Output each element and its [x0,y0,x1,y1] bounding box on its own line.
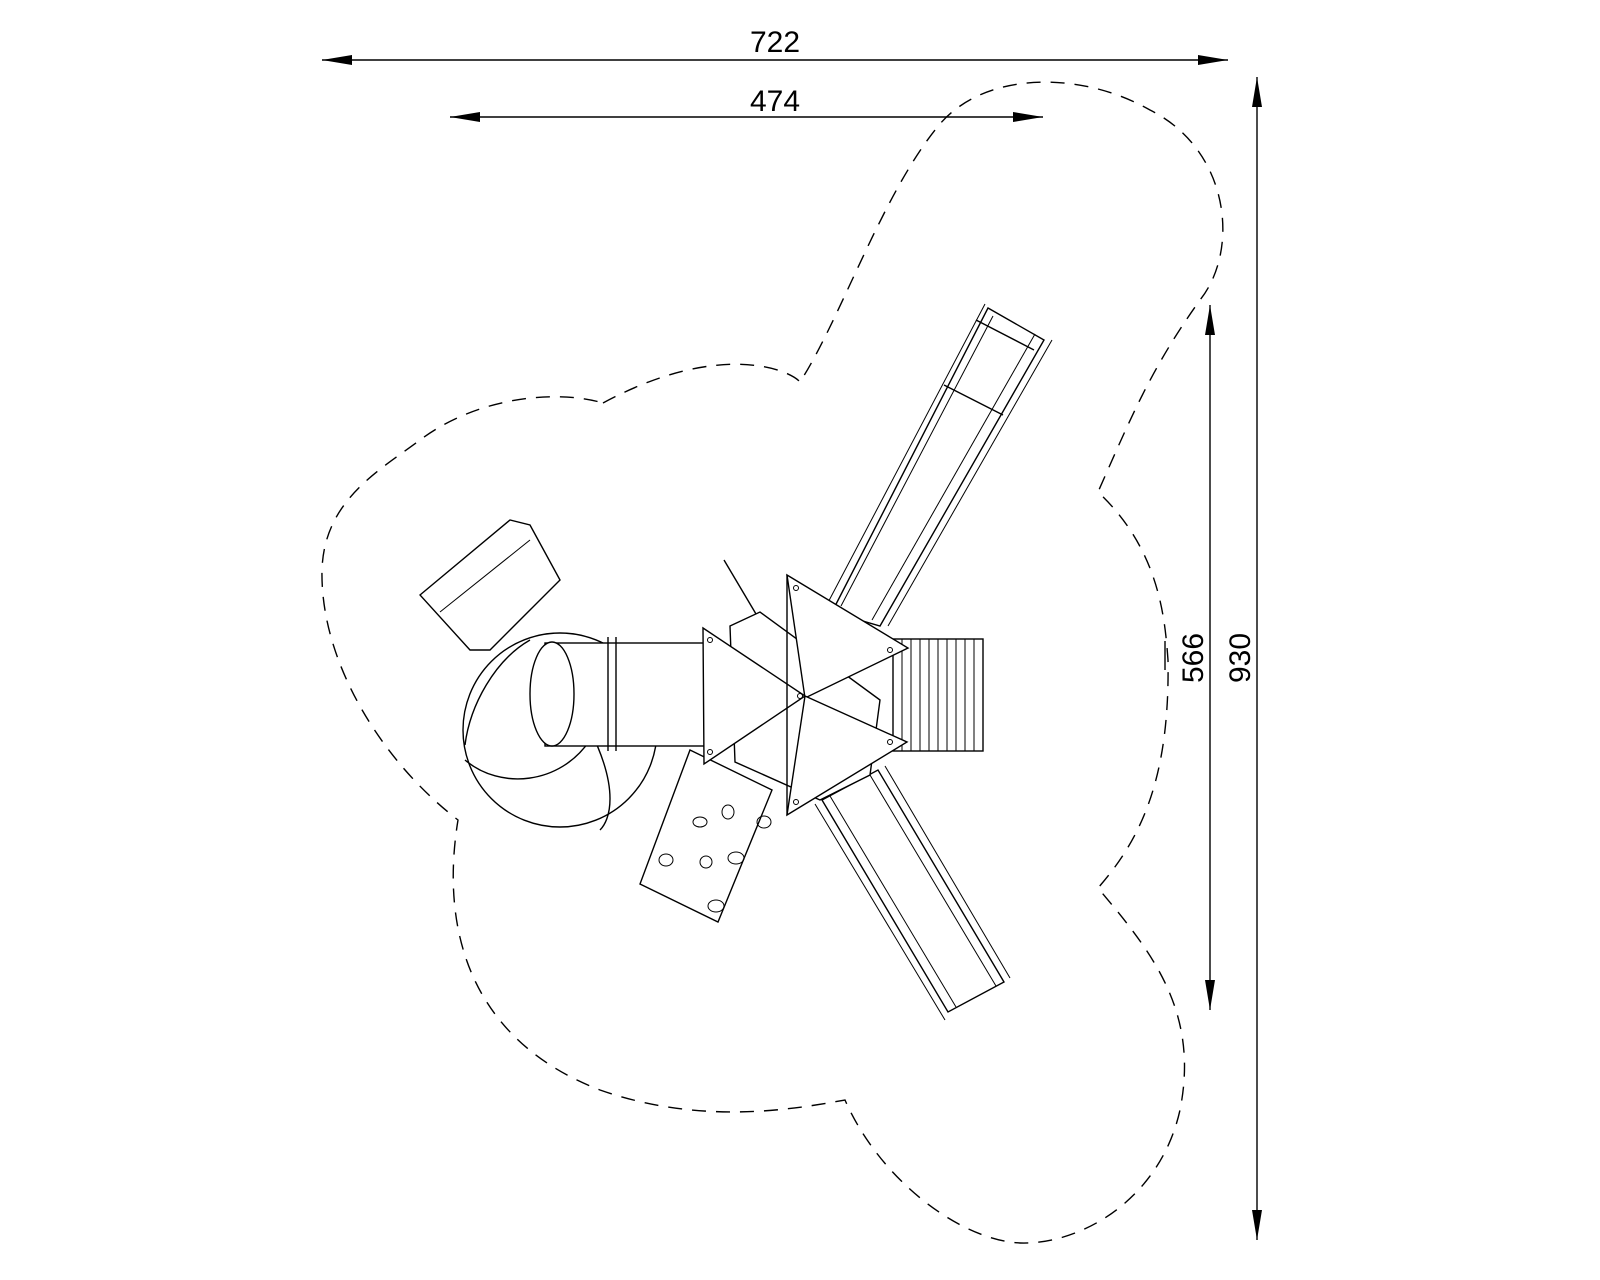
dimension-inner-width: 474 [450,85,1043,122]
stair-platform [892,638,984,752]
roof-panel-top [786,573,910,700]
dimension-label-930: 930 [1224,633,1257,683]
straight-slide-lower [814,765,1011,1021]
tower-roof [702,559,910,817]
safety-zone-outline [321,81,1224,1244]
tube-slide-chute [418,519,561,651]
dimension-inner-height: 566 [1164,305,1215,1010]
roof-panel-left [702,626,807,766]
tube-connector [529,637,706,751]
straight-slide-upper [822,303,1053,627]
dimension-label-474: 474 [750,85,800,118]
roof-panel-bottom [786,694,909,817]
dimension-overall-height: 930 [1224,77,1262,1240]
climbing-wall [639,749,773,923]
dimension-overall-width: 722 [322,26,1228,65]
dimension-label-722: 722 [750,26,800,59]
dimension-label-566: 566 [1177,633,1210,683]
